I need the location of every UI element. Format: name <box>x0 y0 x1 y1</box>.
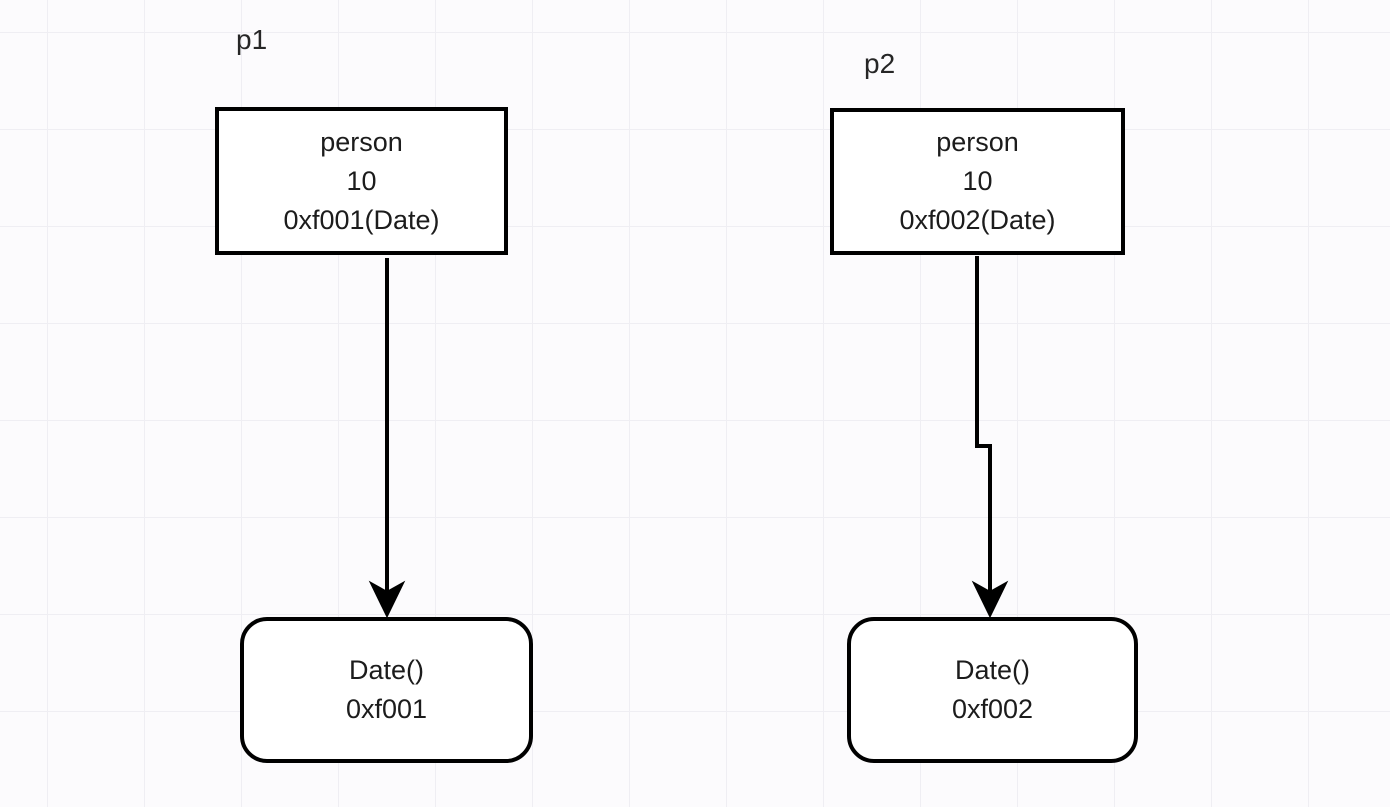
arrowhead-icon <box>368 580 406 619</box>
node-text-line: person <box>936 127 1019 157</box>
node-text-line: 0xf001 <box>345 694 428 724</box>
node-text-line: 10 <box>346 165 377 196</box>
node-text-line: 10 <box>962 166 993 196</box>
person-node-p1[interactable]: person 10 0xf001(Date) <box>215 107 508 255</box>
person-node-p2[interactable]: person 10 0xf002(Date) <box>830 108 1125 255</box>
node-text-line: Date() <box>954 655 1030 685</box>
arrow-p1-person-to-date[interactable] <box>368 258 406 619</box>
variable-label-p2: p2 <box>864 48 896 79</box>
node-text-line: 0xf002 <box>951 694 1034 724</box>
node-text-line: person <box>320 126 403 157</box>
variable-label-p1: p1 <box>236 24 268 55</box>
node-text-line: 0xf001(Date) <box>283 204 440 235</box>
arrowhead-icon <box>971 580 1009 619</box>
arrow-p2-person-to-date[interactable] <box>971 256 1009 619</box>
date-node-p2[interactable]: Date() 0xf002 <box>847 617 1138 763</box>
date-node-p1[interactable]: Date() 0xf001 <box>240 617 533 763</box>
node-text-line: Date() <box>348 655 424 685</box>
node-text-line: 0xf002(Date) <box>899 205 1056 235</box>
